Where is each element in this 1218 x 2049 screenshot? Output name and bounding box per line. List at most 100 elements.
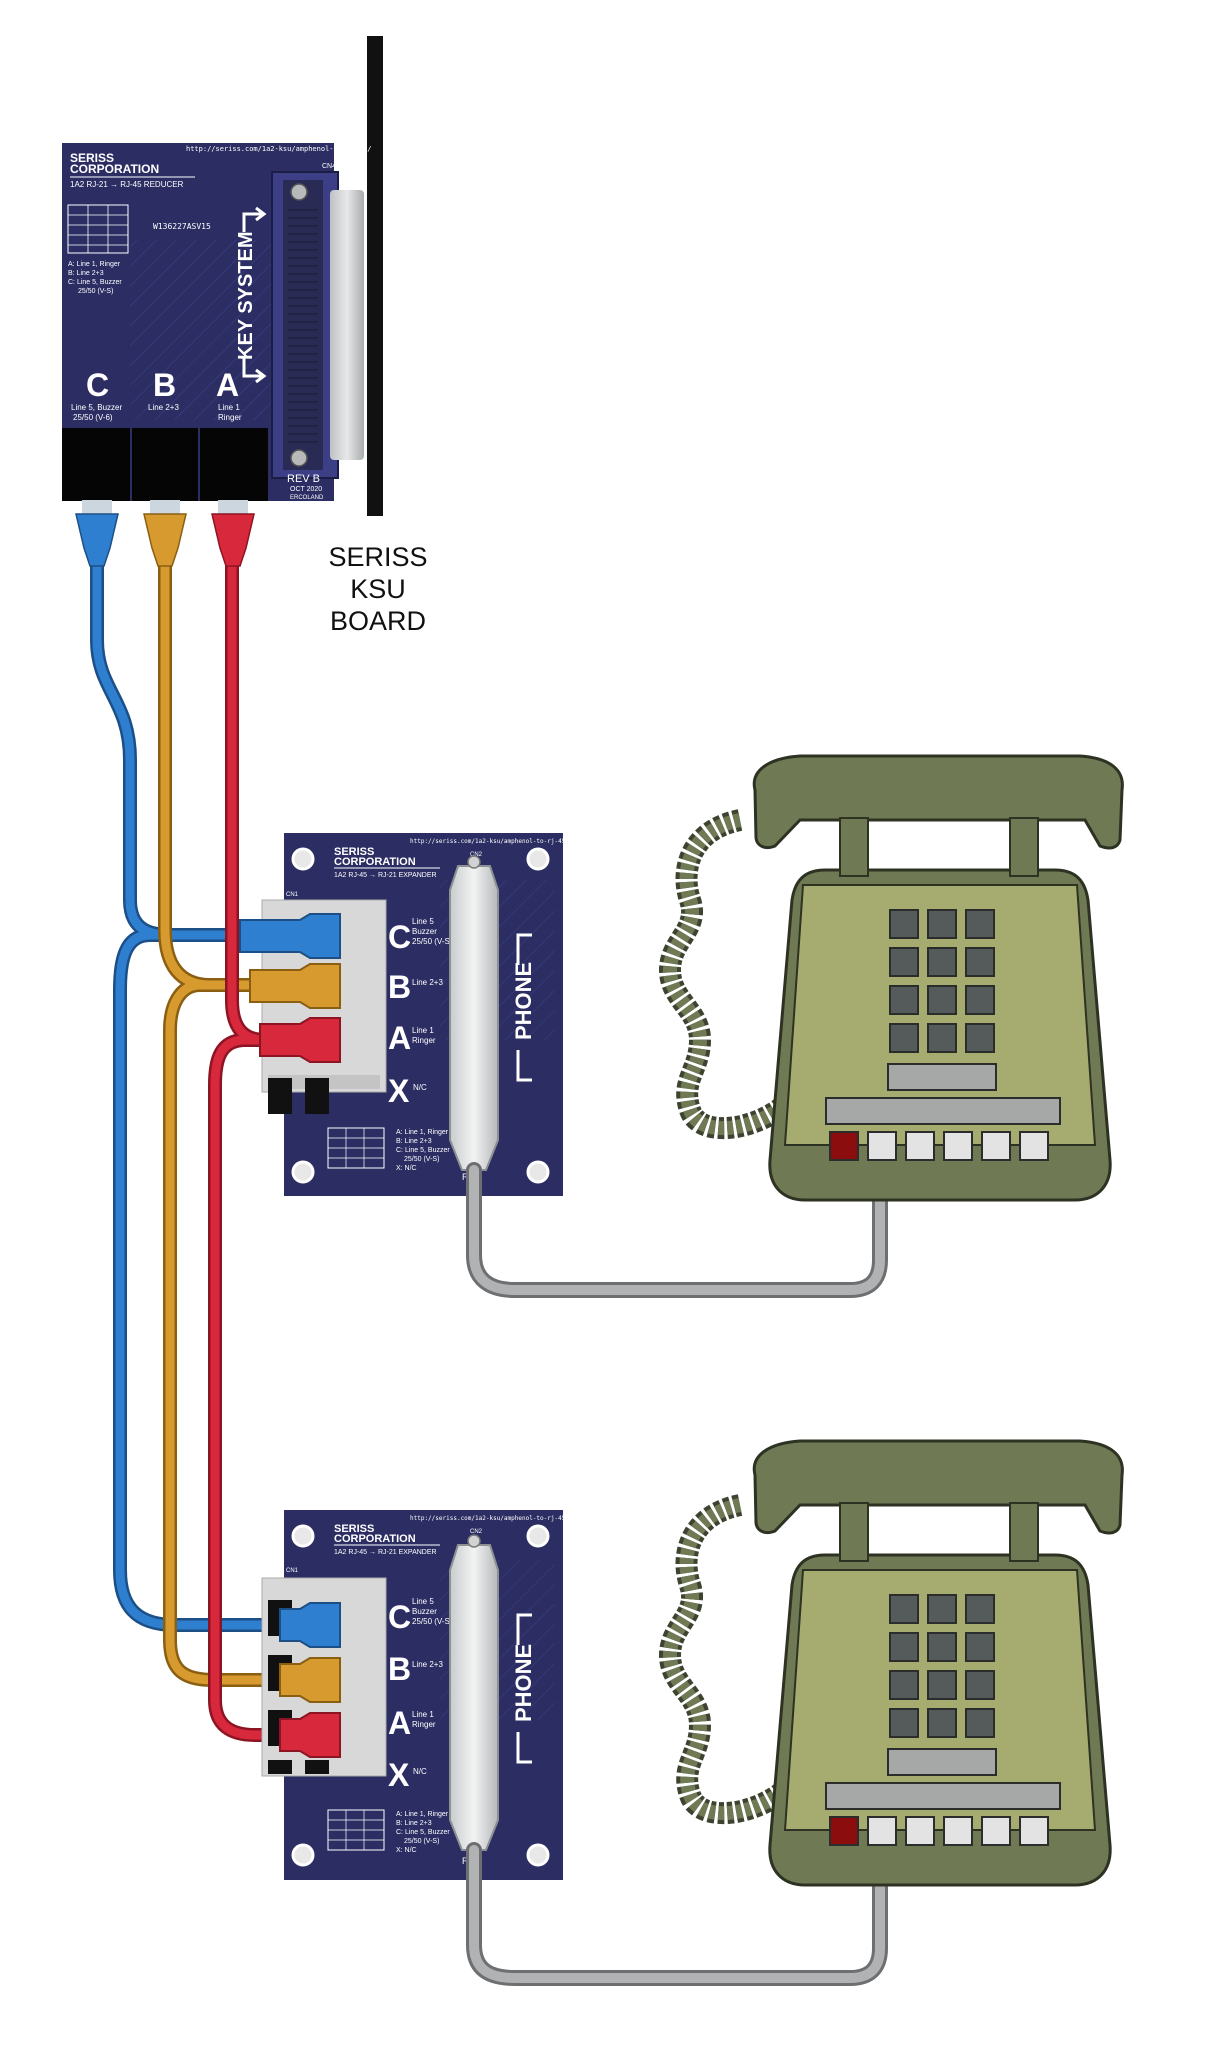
mounting-hole-icon: [291, 1524, 315, 1548]
expander-port-a-desc2: Ringer: [412, 1720, 436, 1729]
screw-icon: [467, 855, 481, 869]
reducer-url: http://seriss.com/1a2-ksu/amphenol-to-rj…: [186, 145, 371, 153]
red-cable: [208, 553, 287, 1742]
expander-company-line1: SERISS: [334, 1523, 374, 1535]
cradle-left: [839, 817, 869, 877]
expander-url: http://seriss.com/1a2-ksu/amphenol-to-rj…: [410, 1515, 569, 1522]
telephone-2: [658, 1439, 1124, 1887]
rj45-jack-empty: [305, 1078, 329, 1114]
caption-line-1: SERISS: [328, 542, 427, 572]
expander-port-c-letter: C: [388, 919, 411, 955]
expander-company-line1: SERISS: [334, 846, 374, 858]
arrow-down-icon: [516, 1732, 532, 1764]
cn1-label: CN1: [286, 1568, 299, 1574]
line-buttons: [829, 1131, 1049, 1161]
reducer-port-b-letter: B: [153, 367, 176, 403]
keypad: [889, 1594, 995, 1738]
mounting-hole-icon: [526, 1524, 550, 1548]
reducer-legend-4: 25/50 (V-S): [78, 288, 113, 295]
expander-port-c-desc1: Line 5: [412, 1597, 434, 1606]
arrow-up-icon: [516, 1613, 532, 1645]
rj45-jack-empty: [268, 1760, 292, 1774]
expander-url: http://seriss.com/1a2-ksu/amphenol-to-rj…: [410, 838, 569, 845]
reducer-legend-3: C: Line 5, Buzzer: [68, 279, 122, 286]
expander-subtitle: 1A2 RJ-45 → RJ-21 EXPANDER: [334, 1549, 437, 1556]
reducer-subtitle: 1A2 RJ-21 → RJ-45 REDUCER: [70, 180, 184, 189]
blue-plug: [75, 500, 119, 567]
handset: [752, 754, 1124, 850]
expander-legend-4: 25/50 (V-S): [404, 1156, 439, 1163]
red-plug: [279, 1712, 341, 1758]
screw-icon: [467, 1534, 481, 1548]
expander-legend-1: A: Line 1, Ringer: [396, 1129, 449, 1136]
gold-plug: [143, 500, 187, 567]
reducer-port-a-desc2: Ringer: [218, 413, 242, 422]
expander-legend-4: 25/50 (V-S): [404, 1838, 439, 1845]
screw-icon: [290, 183, 308, 201]
cn2-label: CN2: [470, 852, 483, 858]
expander-port-a-desc2: Ringer: [412, 1036, 436, 1045]
mounting-hole-icon: [291, 847, 315, 871]
rj45-jack-empty: [305, 1760, 329, 1774]
gold-plug: [249, 963, 341, 1009]
expander-port-c-desc2: Buzzer: [412, 927, 437, 936]
telephone-1: [658, 754, 1124, 1202]
arrow-down-icon: [516, 1050, 532, 1082]
expander-legend-1: A: Line 1, Ringer: [396, 1811, 449, 1818]
expander-legend-5: X: N/C: [396, 1165, 417, 1172]
mounting-hole-icon: [526, 1843, 550, 1867]
line-buttons: [829, 1816, 1049, 1846]
reducer-legend-1: A: Line 1, Ringer: [68, 261, 121, 268]
expander-port-x-desc1: N/C: [413, 1767, 427, 1776]
expander-subtitle: 1A2 RJ-45 → RJ-21 EXPANDER: [334, 872, 437, 879]
expander-legend-3: C: Line 5, Buzzer: [396, 1147, 450, 1154]
reducer-port-a-desc1: Line 1: [218, 403, 240, 412]
connector-pins: [288, 209, 318, 443]
expander-port-c-desc1: Line 5: [412, 917, 434, 926]
gold-cable: [158, 553, 287, 1687]
caption-line-3: BOARD: [330, 606, 426, 636]
reducer-port-c-letter: C: [86, 367, 109, 403]
expander-board-2: http://seriss.com/1a2-ksu/amphenol-to-rj…: [261, 1510, 888, 1986]
expander-port-a-letter: A: [388, 1020, 411, 1056]
reducer-pin-table: [67, 204, 129, 254]
screw-icon: [290, 449, 308, 467]
reducer-port-a-letter: A: [216, 367, 239, 403]
amphenol-plug: [449, 865, 499, 1171]
rj45-jack-a: [200, 428, 268, 501]
line-strip: [825, 1097, 1061, 1125]
rj45-jack-b: [132, 428, 198, 501]
cn1-label: CN1: [286, 892, 299, 898]
key-system-label: KEY SYSTEM: [235, 231, 257, 360]
expander-port-x-letter: X: [388, 1757, 410, 1793]
gold-plug: [279, 1657, 341, 1703]
amphenol-plug: [449, 1544, 499, 1851]
ksu-reducer-board: http://seriss.com/1a2-ksu/amphenol-to-rj…: [62, 36, 383, 567]
expander-port-a-letter: A: [388, 1705, 411, 1741]
blue-plug: [279, 1602, 341, 1648]
label-card: [887, 1063, 997, 1091]
expander-port-b-letter: B: [388, 969, 411, 1005]
reducer-company-line1: SERISS: [70, 151, 114, 165]
mounting-bar: [367, 36, 383, 516]
arrow-up-icon: [516, 933, 532, 965]
reducer-port-c-desc2: 25/50 (V-6): [73, 413, 113, 422]
expander-port-c-desc3: 25/50 (V-S): [412, 1617, 453, 1626]
cn2-label: CN2: [470, 1529, 483, 1535]
reducer-legend-2: B: Line 2+3: [68, 270, 104, 277]
expander-port-c-desc3: 25/50 (V-S): [412, 937, 453, 946]
reducer-port-b-desc1: Line 2+3: [148, 403, 179, 412]
expander-port-c-desc2: Buzzer: [412, 1607, 437, 1616]
reducer-serial: W136227ASV15: [153, 222, 211, 231]
reducer-port-c-desc1: Line 5, Buzzer: [71, 403, 122, 412]
expander-legend-3: C: Line 5, Buzzer: [396, 1829, 450, 1836]
red-plug: [211, 500, 255, 567]
reducer-date: OCT 2020: [290, 486, 322, 493]
mounting-hole-icon: [291, 1160, 315, 1184]
cn4-label: CN4: [322, 163, 336, 170]
rj45-jack-empty: [268, 1078, 292, 1114]
expander-port-b-desc1: Line 2+3: [412, 1660, 443, 1669]
expander-port-b-desc1: Line 2+3: [412, 978, 443, 987]
line-strip: [825, 1782, 1061, 1810]
